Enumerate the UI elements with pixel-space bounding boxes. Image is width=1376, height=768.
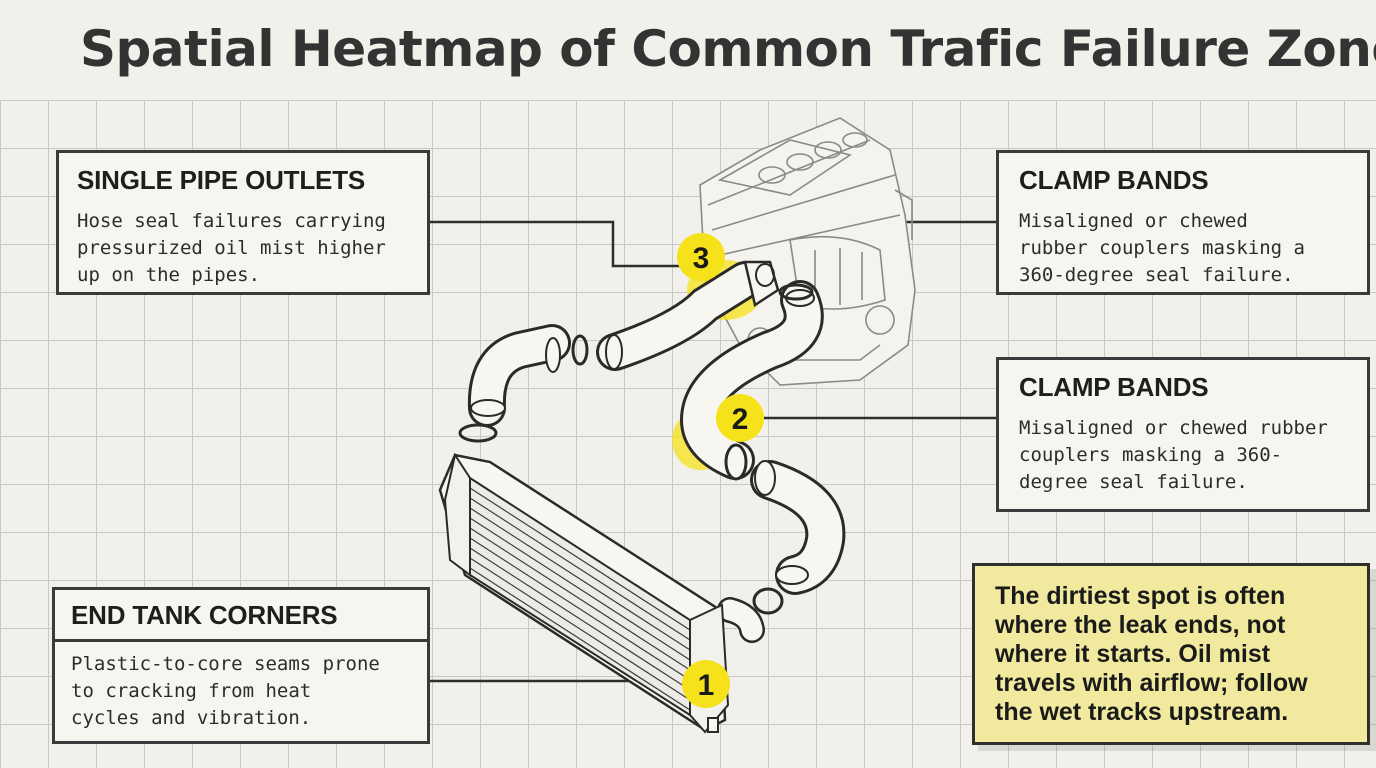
callout-heading: END TANK CORNERS <box>71 600 338 630</box>
callout-line: Plastic-to-core seams prone <box>71 653 380 675</box>
marker-3-label: 3 <box>693 242 710 275</box>
callout-single-pipe-outlets: SINGLE PIPE OUTLETS Hose seal failures c… <box>56 150 430 295</box>
callout-line: to cracking from heat <box>71 680 312 702</box>
marker-1: 1 <box>682 660 730 708</box>
callout-line: Misaligned or chewed rubber <box>1019 417 1328 439</box>
callout-body: Plastic-to-core seams prone to cracking … <box>55 642 427 741</box>
pipes <box>458 260 846 643</box>
callout-end-tank-corners: END TANK CORNERS Plastic-to-core seams p… <box>52 587 430 744</box>
callout-line: Hose seal failures carrying <box>77 210 386 232</box>
callout-heading: CLAMP BANDS <box>1019 372 1209 402</box>
callout-line: 360-degree seal failure. <box>1019 264 1294 286</box>
note-line: The dirtiest spot is often <box>995 582 1286 610</box>
callout-clamp-bands-mid: CLAMP BANDS Misaligned or chewed rubber … <box>996 357 1370 512</box>
note-line: travels with airflow; follow <box>995 669 1308 697</box>
marker-1-label: 1 <box>698 669 715 702</box>
note-line: where the leak ends, not <box>995 611 1286 639</box>
callout-clamp-bands-top: CLAMP BANDS Misaligned or chewed rubber … <box>996 150 1370 295</box>
note-line: where it starts. Oil mist <box>995 640 1271 668</box>
callout-line: couplers masking a 360- <box>1019 444 1283 466</box>
marker-3: 3 <box>677 233 725 281</box>
callout-heading: CLAMP BANDS <box>1019 165 1209 195</box>
marker-2: 2 <box>716 394 764 442</box>
callout-line: rubber couplers masking a <box>1019 237 1305 259</box>
callout-line: Misaligned or chewed <box>1019 210 1248 232</box>
clamp-upper <box>571 334 589 366</box>
title-bar: Spatial Heatmap of Common Trafic Failure… <box>0 0 1376 100</box>
page-title: Spatial Heatmap of Common Trafic Failure… <box>80 20 1376 78</box>
end-tank-left <box>443 452 471 577</box>
callout-heading: SINGLE PIPE OUTLETS <box>77 165 366 195</box>
clamp-left <box>458 423 498 443</box>
clamp-right-top <box>778 283 814 301</box>
leader-outlets <box>430 220 685 268</box>
callout-header: END TANK CORNERS <box>55 590 427 642</box>
callout-line: degree seal failure. <box>1019 471 1248 493</box>
callout-line: pressurized oil mist higher <box>77 237 386 259</box>
note-line: the wet tracks upstream. <box>995 698 1289 726</box>
clamp-mid <box>724 443 748 481</box>
callout-line: up on the pipes. <box>77 264 261 286</box>
tip-note: The dirtiest spot is often where the lea… <box>972 563 1370 745</box>
clamp-lower <box>752 587 784 615</box>
callout-line: cycles and vibration. <box>71 707 312 729</box>
marker-2-label: 2 <box>732 403 749 436</box>
